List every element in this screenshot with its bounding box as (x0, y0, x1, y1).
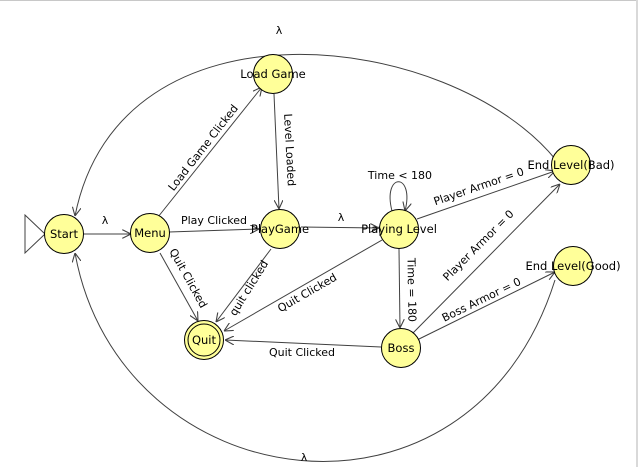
state-start[interactable]: Start (44, 214, 84, 254)
edge-play-level[interactable] (300, 227, 379, 228)
state-playing-level[interactable]: Playing Level (361, 209, 437, 249)
edge-good-start[interactable] (75, 253, 556, 462)
edge-level-bad[interactable] (416, 171, 555, 220)
state-play-game[interactable]: PlayGame (251, 209, 309, 249)
edge-label-menu-quit: Quit Clicked (166, 246, 209, 310)
edge-level-quit[interactable] (224, 239, 383, 331)
state-quit[interactable]: Quit (184, 320, 224, 360)
edge-play-quit[interactable] (216, 248, 272, 322)
edge-label-level-quit: Quit Clicked (275, 271, 339, 315)
edge-menu-play[interactable] (168, 229, 259, 232)
state-label-playing-level: Playing Level (361, 222, 437, 236)
state-boss[interactable]: Boss (381, 328, 421, 368)
edge-boss-good[interactable] (416, 272, 555, 341)
edge-label-menu-play: Play Clicked (181, 214, 247, 227)
state-label-menu: Menu (134, 226, 166, 240)
initial-state-marker (24, 213, 46, 255)
state-end-level-good[interactable]: End Level(Good) (525, 246, 621, 286)
edge-level-self[interactable] (389, 181, 407, 211)
edge-label-bad-start: λ (276, 24, 283, 37)
edge-label-load-play: Level Loaded (281, 113, 298, 186)
edge-label-boss-quit: Quit Clicked (269, 346, 335, 359)
edge-label-boss-good: Boss Armor = 0 (440, 275, 523, 325)
state-label-end-level-good: End Level(Good) (525, 259, 620, 273)
edge-label-play-level: λ (338, 211, 345, 224)
state-label-quit: Quit (192, 333, 217, 347)
edge-menu-load[interactable] (157, 87, 262, 218)
edge-label-boss-bad: Player Armor = 0 (440, 207, 516, 283)
edge-label-play-quit: quit clicked (227, 258, 271, 318)
state-label-end-level-bad: End Level(Bad) (527, 158, 614, 172)
edge-load-play[interactable] (273, 93, 279, 209)
state-end-level-bad[interactable]: End Level(Bad) (527, 145, 615, 185)
right-border (636, 0, 638, 467)
edge-level-boss[interactable] (399, 248, 400, 328)
edge-label-level-boss: Time = 180 (404, 257, 418, 322)
state-label-play-game: PlayGame (251, 222, 309, 236)
state-load-game[interactable]: Load Game (240, 54, 306, 94)
state-label-boss: Boss (388, 341, 415, 355)
edge-label-menu-load: Load Game Clicked (166, 102, 241, 193)
edge-bad-start[interactable] (75, 54, 557, 216)
state-label-load-game: Load Game (240, 67, 305, 81)
state-menu[interactable]: Menu (130, 213, 170, 253)
edge-label-good-start: λ (301, 451, 308, 464)
state-label-start: Start (50, 227, 79, 241)
edge-boss-bad[interactable] (412, 184, 560, 334)
edge-menu-quit[interactable] (159, 252, 198, 321)
edge-label-level-bad: Player Armor = 0 (432, 165, 526, 208)
edge-label-start-menu: λ (102, 214, 109, 227)
edge-label-level-self: Time < 180 (367, 169, 432, 182)
edge-boss-quit[interactable] (225, 340, 382, 348)
top-border (0, 0, 638, 1)
